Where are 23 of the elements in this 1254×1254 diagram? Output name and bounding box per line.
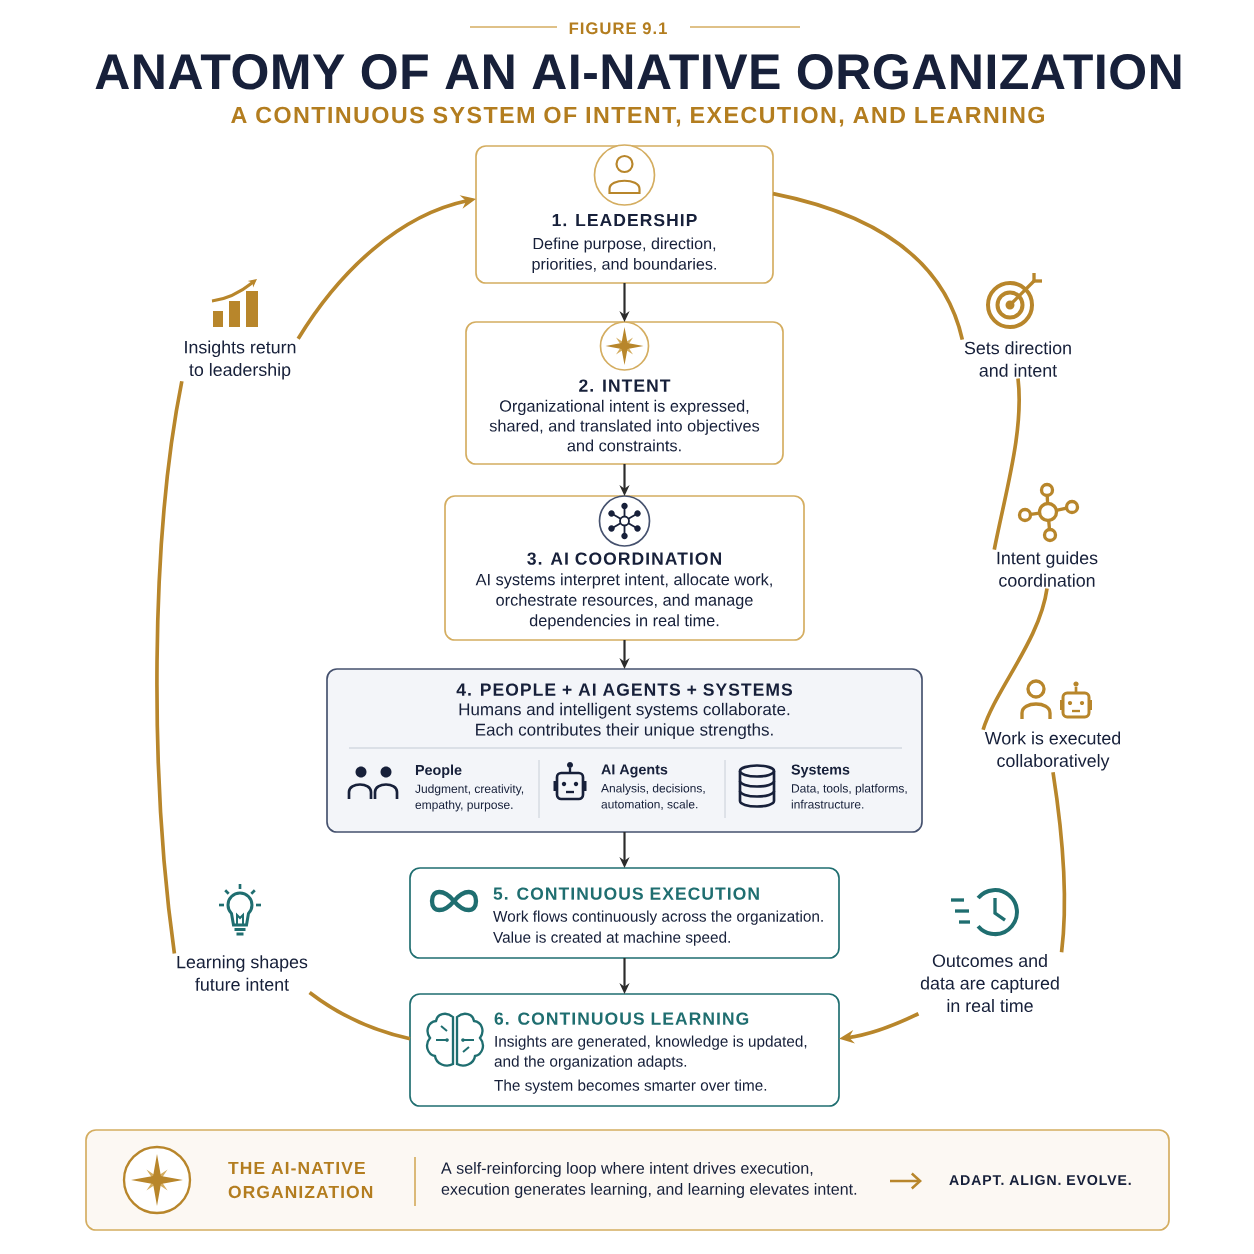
column-text: People Judgment, creativity, empathy, purpose. [415, 764, 524, 812]
process-box: 2. INTENT Organizational intent is expressed, shared, and translated into objectives and constraints. [465, 321, 784, 465]
process-box: 1. LEADERSHIP Define purpose, direction, priorities, and boundaries. [475, 145, 774, 284]
column-text: Systems Data, tools, platforms, infrastructure. [791, 764, 907, 809]
process-box: 3. AI COORDINATION AI systems interpret intent, allocate work, orchestrate resources, and manage dependencies in real time. [444, 495, 805, 641]
loop-label: Work is executed collaboratively [984, 731, 1121, 771]
title: ANATOMY OF AN AI-NATIVE ORGANIZATION [95, 54, 1181, 90]
column-text: AI Agents Analysis, decisions, automation, scale. [601, 764, 705, 810]
connector-line [308, 991, 411, 1041]
process-box: 5. CONTINUOUS EXECUTION Work flows continuously across the organization. Value is created at machine speed. [409, 867, 840, 959]
loop-label: Insights return to leadership [185, 340, 296, 380]
loop-label: Sets direction and intent [964, 341, 1071, 377]
loop-label: Intent guides coordination [997, 551, 1098, 587]
connector-line [1051, 771, 1067, 953]
process-box: 6. CONTINUOUS LEARNING Insights are generated, knowledge is updated, and the organization adapts. The system becomes smarter over time. [409, 993, 840, 1107]
connector-line [772, 191, 965, 341]
figure-label: FIGURE 9.1 [569, 22, 667, 35]
banner-box: THE AI-NATIVE ORGANIZATION A self-reinforcing loop where intent drives execution, execution generates learning, and learning elevates intent. ADAPT. ALIGN. EVOLVE. [85, 1129, 1170, 1231]
connector-line [155, 380, 184, 954]
loop-label: Outcomes and data are captured in real time [920, 954, 1059, 1013]
loop-label: Learning shapes future intent [177, 955, 308, 991]
connector-line [992, 378, 1021, 550]
connector-line [981, 588, 1049, 731]
